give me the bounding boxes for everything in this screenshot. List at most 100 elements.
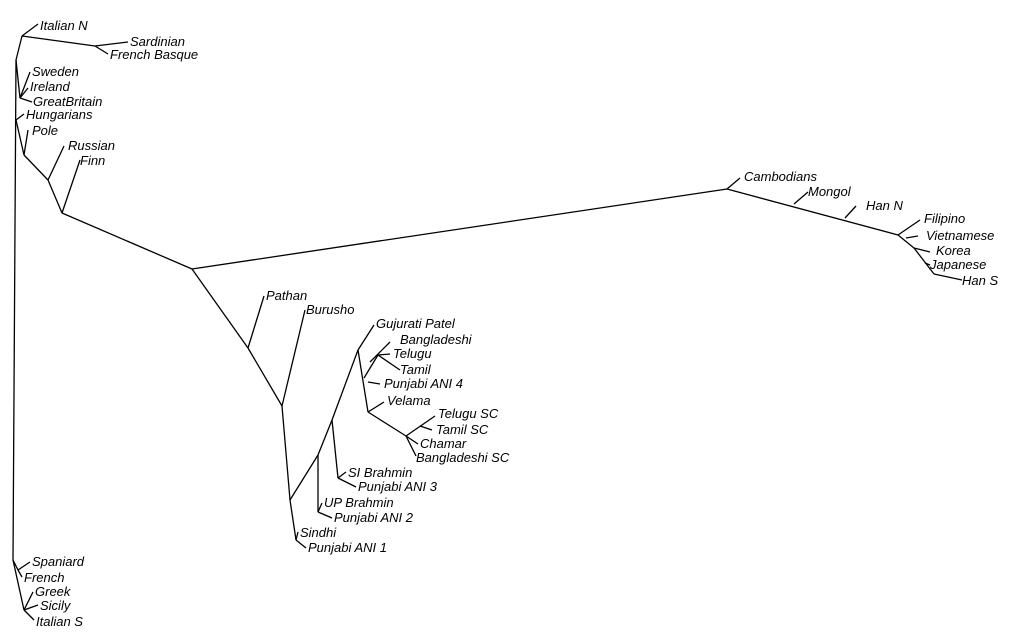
edge [15,113,25,121]
edge [924,262,931,266]
edge [331,349,359,421]
edge [295,531,299,541]
leaf-label-punjabi-ani-1: Punjabi ANI 1 [308,540,387,555]
leaf-label-han-n: Han N [866,198,903,213]
leaf-label-ireland: Ireland [30,79,71,94]
leaf-label-punjabi-ani-4: Punjabi ANI 4 [384,376,463,391]
edge [844,205,857,219]
edge [897,219,921,236]
edge [15,119,25,156]
leaf-label-sweden: Sweden [32,64,79,79]
leaf-label-punjabi-ani-3: Punjabi ANI 3 [358,479,438,494]
tree-edges [12,23,963,621]
leaf-label-pathan: Pathan [266,288,307,303]
leaf-label-japanese: Japanese [929,257,986,272]
edge [897,234,915,249]
leaf-label-punjabi-ani-2: Punjabi ANI 2 [334,510,414,525]
edge [94,41,129,47]
edge [12,59,17,561]
leaf-labels: Italian N Sardinian French Basque Sweden… [24,18,998,629]
leaf-label-han-s: Han S [962,273,998,288]
edge [23,591,34,611]
edge [317,419,333,456]
edge [337,477,357,488]
edge [191,188,728,270]
edge [726,177,741,190]
edge [281,405,291,501]
leaf-label-filipino: Filipino [924,211,965,226]
edge [367,381,381,385]
edge [405,435,419,445]
edge [337,471,347,479]
edge [405,435,417,457]
leaf-label-korea: Korea [936,243,971,258]
edge [367,401,385,413]
leaf-label-mongol: Mongol [808,184,852,199]
edge [295,539,307,549]
edge [23,609,35,621]
edge [47,145,65,181]
edge [23,604,39,611]
leaf-label-telugu: Telugu [393,346,432,361]
leaf-label-si-brahmin: SI Brahmin [348,465,412,480]
leaf-label-tamil: Tamil [400,362,432,377]
leaf-label-chamar: Chamar [420,436,467,451]
edge [933,273,963,281]
edge [913,247,931,253]
leaf-label-italian-s: Italian S [36,614,83,629]
edge [369,341,391,363]
leaf-label-tamil-sc: Tamil SC [436,422,489,437]
edge [419,425,433,431]
edge [377,353,391,356]
edge [289,499,297,541]
leaf-label-up-brahmin: UP Brahmin [324,495,394,510]
edge [289,454,319,501]
edge [363,354,379,379]
edge [331,419,339,479]
edge [357,349,369,413]
edge [913,247,935,275]
edge [61,212,193,270]
edge [19,71,31,99]
edge [17,561,31,571]
edge [17,569,23,578]
edge [726,188,899,236]
edge [12,559,25,611]
leaf-label-french: French [24,570,64,585]
leaf-label-french-basque: French Basque [110,47,198,62]
edge [281,309,306,407]
edge [21,23,39,37]
leaf-label-vietnamese: Vietnamese [926,228,994,243]
edge [191,268,249,349]
edge [19,97,33,103]
edge [23,129,29,156]
edge [15,35,23,61]
leaf-label-gujurati-patel: Gujurati Patel [376,316,456,331]
leaf-label-burusho: Burusho [306,302,354,317]
edge [19,87,29,99]
leaf-label-sicily: Sicily [40,598,72,613]
leaf-label-pole: Pole [32,123,58,138]
edge [23,154,49,181]
leaf-label-hungarians: Hungarians [26,107,93,122]
edge [317,502,323,513]
edge [94,45,109,55]
leaf-label-bangladeshi: Bangladeshi [400,332,473,347]
edge [367,411,407,437]
edge [317,511,333,519]
leaf-label-telugu-sc: Telugu SC [438,406,499,421]
leaf-label-bangladeshi-sc: Bangladeshi SC [416,450,510,465]
leaf-label-velama: Velama [387,393,431,408]
edge [61,159,81,214]
edge [15,59,21,99]
edge [247,295,265,349]
leaf-label-italian-n: Italian N [40,18,88,33]
edge [47,179,63,214]
leaf-label-cambodians: Cambodians [744,169,817,184]
leaf-label-spaniard: Spaniard [32,554,85,569]
edge [247,347,283,407]
leaf-label-sindhi: Sindhi [300,525,337,540]
edge [905,235,919,239]
leaf-label-greek: Greek [35,584,72,599]
